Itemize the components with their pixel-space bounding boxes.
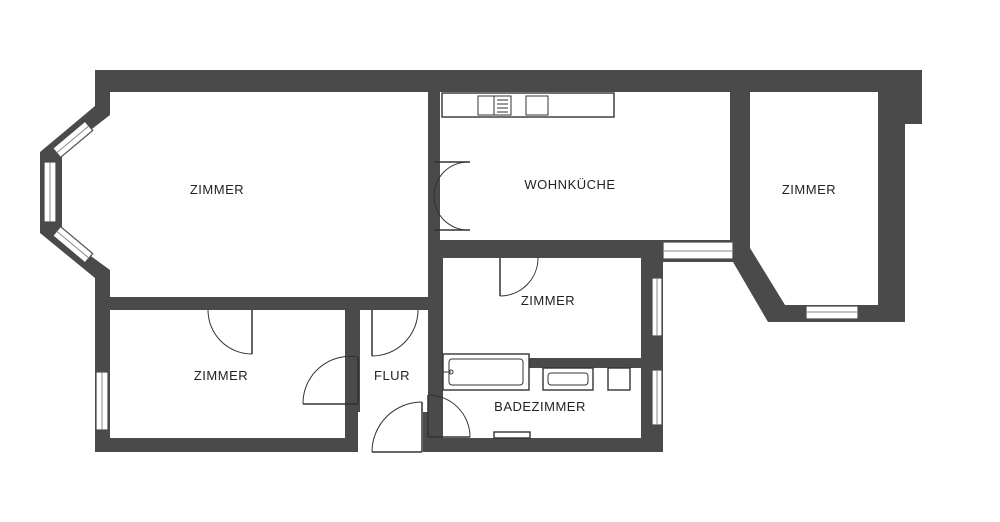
wall-kitchen-left-lower: [428, 230, 440, 310]
stove-icon: [525, 95, 549, 116]
label-badezimmer: BADEZIMMER: [494, 399, 586, 414]
zimmer-middle-floor: [443, 258, 641, 358]
wall-bath-top: [443, 358, 641, 368]
door-flur-left: [302, 355, 359, 405]
wall-kitchen-right-top: [735, 92, 750, 162]
door-zimmer-bottom-left: [207, 309, 253, 355]
wall-middle-top-right: [538, 240, 663, 258]
window-right-bottom: [805, 305, 859, 320]
kitchen-counter: [441, 92, 615, 118]
wall-bottom-left-top-right: [252, 297, 362, 310]
room-labels: ZIMMER WOHNKÜCHE ZIMMER ZIMMER ZIMMER FL…: [190, 177, 836, 414]
door-badezimmer: [427, 394, 471, 438]
bathtub-icon: [442, 353, 530, 391]
windows: [43, 120, 859, 431]
zimmer-main-floor: [62, 92, 428, 297]
wall-kitchen-right-bottom: [735, 208, 750, 248]
doors: [207, 161, 539, 453]
window-bay-top: [51, 120, 94, 159]
wall-kitchen-left: [428, 92, 440, 162]
label-zimmer-right: ZIMMER: [782, 182, 836, 197]
window-bottom-left: [95, 371, 109, 431]
zimmer-right-floor: [750, 92, 878, 305]
wall-middle-top: [440, 240, 500, 258]
label-zimmer-main: ZIMMER: [190, 182, 244, 197]
entry-floor: [372, 395, 422, 452]
bathroom-fixtures: [442, 353, 631, 439]
door-double-kitchen: [433, 161, 471, 231]
label-zimmer-bottom-left: ZIMMER: [194, 368, 248, 383]
door-zimmer-middle: [499, 257, 539, 297]
radiator-icon: [493, 431, 531, 439]
door-flur-top: [371, 309, 419, 357]
toilet-icon: [607, 367, 631, 391]
label-flur: FLUR: [374, 368, 410, 383]
zimmer-bottom-left-floor: [110, 310, 345, 438]
window-bay-bottom: [51, 225, 94, 264]
inner-walls: [110, 92, 750, 370]
wall-bottom-left-top: [110, 297, 208, 310]
door-entrance: [371, 401, 423, 453]
wall-flur-right: [428, 310, 443, 370]
rooms: [62, 92, 878, 452]
window-kitchen-bottom: [662, 241, 734, 260]
wall-flur-left: [345, 297, 360, 357]
window-middle-right-lower: [651, 369, 663, 426]
label-wohnkueche: WOHNKÜCHE: [524, 177, 615, 192]
label-zimmer-middle: ZIMMER: [521, 293, 575, 308]
window-middle-right-upper: [651, 277, 663, 337]
washbasin-icon: [542, 367, 594, 391]
window-bay-middle: [43, 161, 57, 223]
